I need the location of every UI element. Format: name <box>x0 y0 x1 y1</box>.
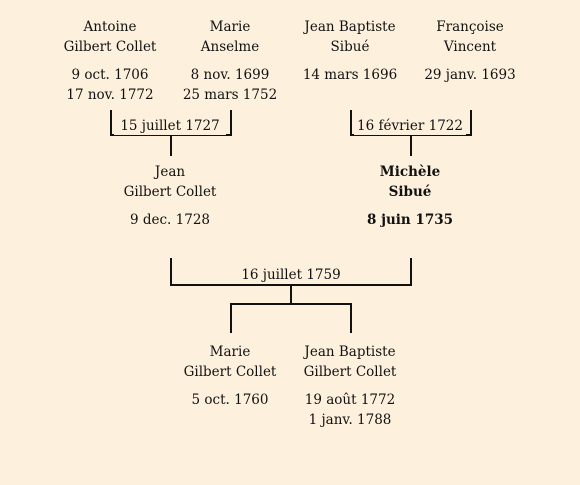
first-name: Françoise <box>436 19 504 35</box>
death-date: 1 janv. 1788 <box>308 412 392 428</box>
last-name: Gilbert Collet <box>183 364 277 380</box>
person-jean-baptiste-gilbert-collet: Jean Baptiste Gilbert Collet 19 août 177… <box>275 342 425 430</box>
person-antoine-gilbert-collet: Antoine Gilbert Collet 9 oct. 1706 17 no… <box>35 17 185 105</box>
birth-date: 9 oct. 1706 <box>71 67 149 83</box>
left-bracket-stem <box>170 134 172 156</box>
last-name: Gilbert Collet <box>303 364 397 380</box>
person-jean-baptiste-sibue: Jean Baptiste Sibué 14 mars 1696 <box>275 17 425 85</box>
first-name: Jean Baptiste <box>304 344 396 360</box>
last-name: Gilbert Collet <box>123 184 217 200</box>
person-marie-gilbert-collet: Marie Gilbert Collet 5 oct. 1760 <box>155 342 305 410</box>
right-bracket-stem <box>410 134 412 156</box>
first-name: Marie <box>209 344 251 360</box>
person-michele-sibue: Michèle Sibué 8 juin 1735 <box>335 162 485 230</box>
first-name: Jean Baptiste <box>304 19 396 35</box>
first-name: Antoine <box>83 19 137 35</box>
birth-date: 14 mars 1696 <box>302 67 398 83</box>
first-name: Jean <box>154 164 186 180</box>
birth-date: 5 oct. 1760 <box>191 392 269 408</box>
person-jean-gilbert-collet: Jean Gilbert Collet 9 dec. 1728 <box>95 162 245 230</box>
person-francoise-vincent: Françoise Vincent 29 janv. 1693 <box>395 17 545 85</box>
marriage-date-left: 15 juillet 1727 <box>114 117 226 135</box>
center-bracket-stem <box>290 284 292 304</box>
marriage-date-right: 16 février 1722 <box>354 117 466 135</box>
first-name: Michèle <box>379 164 441 180</box>
birth-date: 8 nov. 1699 <box>190 67 270 83</box>
left-bracket-left-leg <box>110 110 112 136</box>
birth-date: 19 août 1772 <box>304 392 396 408</box>
children-bracket-right-leg <box>350 303 352 333</box>
person-marie-anselme: Marie Anselme 8 nov. 1699 25 mars 1752 <box>155 17 305 105</box>
right-bracket-right-leg <box>470 110 472 136</box>
first-name: Marie <box>209 19 251 35</box>
marriage-date-center: 16 juillet 1759 <box>231 266 351 284</box>
birth-date: 29 janv. 1693 <box>424 67 516 83</box>
death-date: 25 mars 1752 <box>182 87 278 103</box>
death-date: 17 nov. 1772 <box>66 87 154 103</box>
birth-date: 9 dec. 1728 <box>129 212 210 228</box>
last-name: Sibué <box>330 39 370 55</box>
birth-date: 8 juin 1735 <box>366 212 453 228</box>
children-bracket-bar <box>230 303 352 305</box>
center-bracket-right-leg <box>410 258 412 286</box>
center-bracket-left-leg <box>170 258 172 286</box>
last-name: Anselme <box>200 39 260 55</box>
left-bracket-right-leg <box>230 110 232 136</box>
last-name: Sibué <box>388 184 432 200</box>
right-bracket-left-leg <box>350 110 352 136</box>
last-name: Gilbert Collet <box>63 39 157 55</box>
last-name: Vincent <box>443 39 497 55</box>
children-bracket-left-leg <box>230 303 232 333</box>
